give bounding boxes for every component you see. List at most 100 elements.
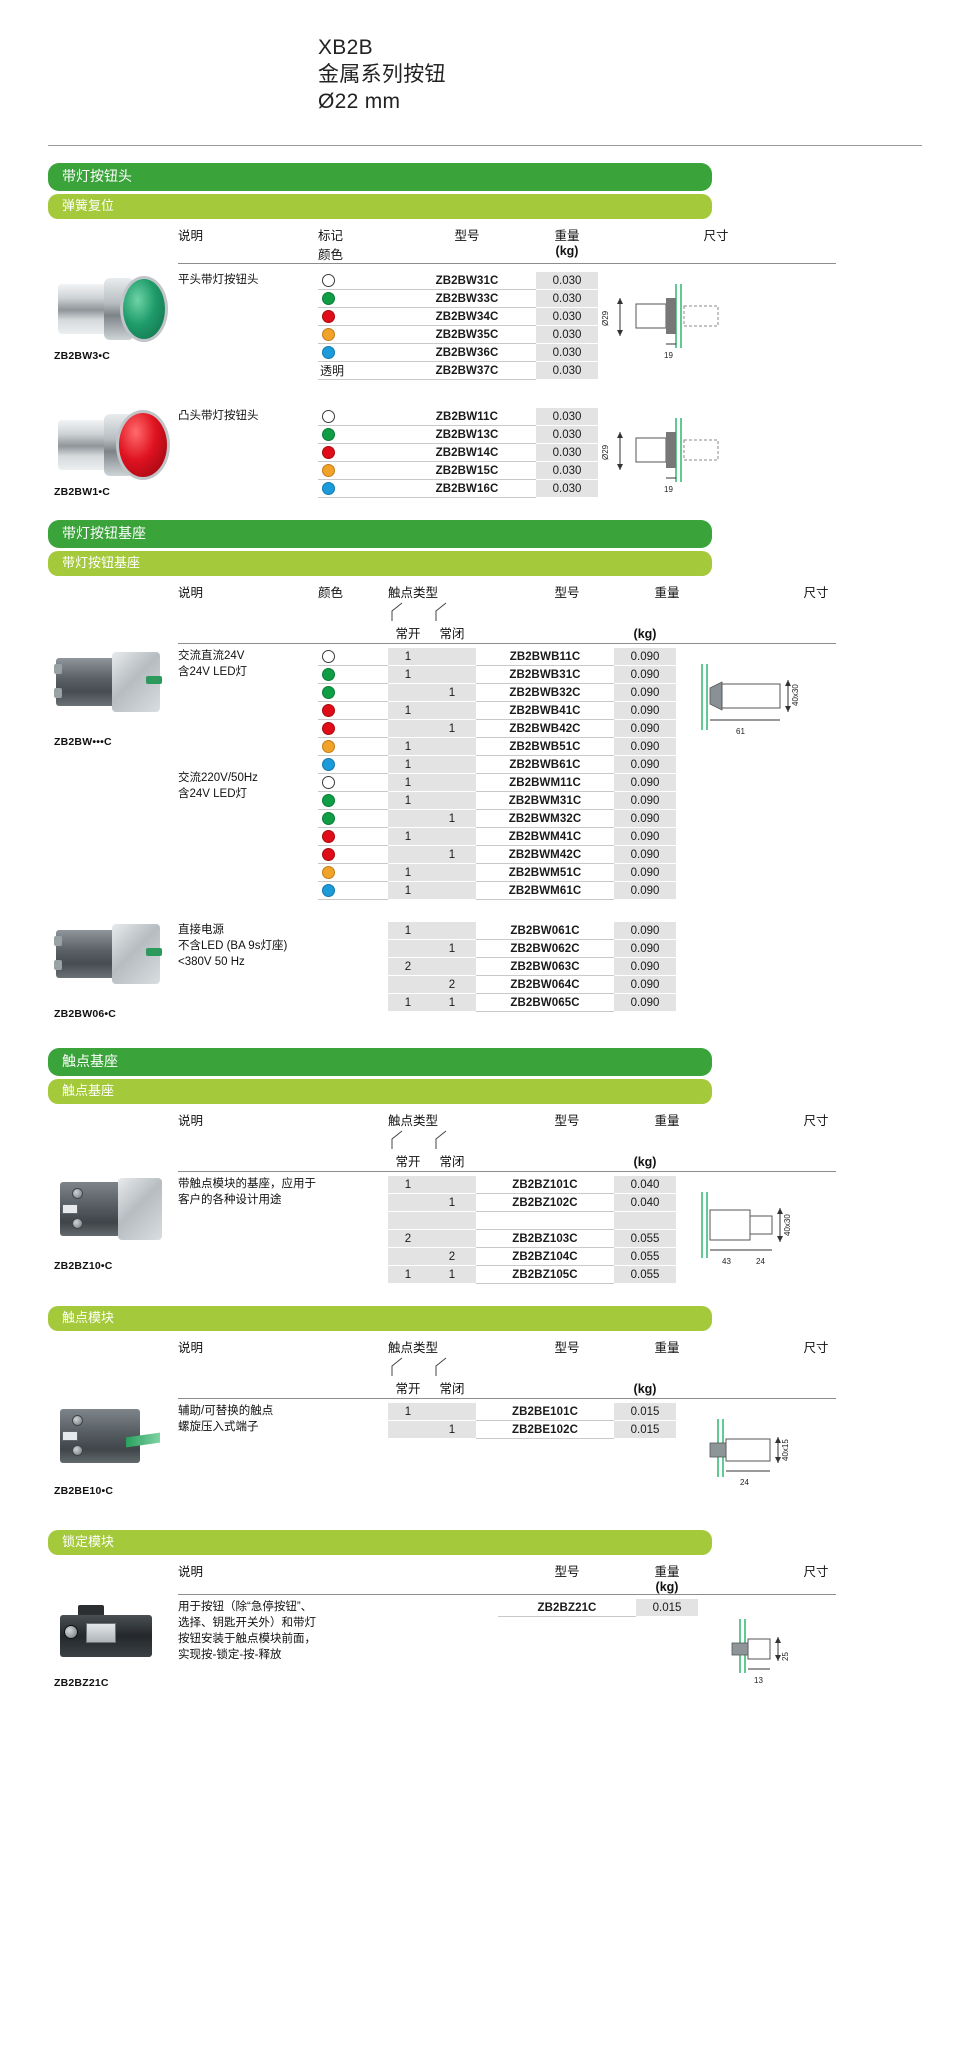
weight-value: 0.055 bbox=[614, 1230, 676, 1248]
color-dot-white bbox=[322, 274, 335, 287]
model-number: ZB2BW064C bbox=[510, 978, 580, 991]
contact-bracket-icon bbox=[391, 1130, 447, 1149]
contact-nc: 1 bbox=[428, 994, 476, 1012]
row-description: 平头带灯按钮头 bbox=[178, 274, 259, 286]
contact-no: 1 bbox=[388, 702, 428, 720]
lighted-base-module-photo bbox=[54, 650, 174, 714]
weight-value: 0.030 bbox=[536, 462, 598, 480]
weight-value: 0.090 bbox=[614, 958, 676, 976]
section-contact-module: 触点模块 说明 触点类型 型号 重量 尺寸 常开 常闭 bbox=[48, 1306, 922, 1508]
model-number: ZB2BZ105C bbox=[512, 1268, 578, 1281]
col-header-dim: 尺寸 bbox=[703, 229, 729, 243]
model-number: ZB2BZ103C bbox=[512, 1232, 578, 1245]
contact-nc bbox=[428, 1403, 476, 1421]
dim-label-length: 61 bbox=[736, 727, 745, 736]
weight-value: 0.090 bbox=[614, 922, 676, 940]
model-number: ZB2BW063C bbox=[510, 960, 580, 973]
dimension-drawing: 25 13 bbox=[731, 1619, 790, 1685]
contact-no bbox=[388, 810, 428, 828]
contact-no: 2 bbox=[388, 958, 428, 976]
table-3: 说明 触点类型 型号 重量 尺寸 常开 常闭 (kg) bbox=[48, 1110, 952, 1284]
col-header-dim: 尺寸 bbox=[803, 1341, 829, 1355]
table-row bbox=[318, 480, 398, 498]
section-title-1: 带灯按钮头 bbox=[48, 163, 712, 191]
table-row: ZB2BW11C bbox=[398, 408, 536, 426]
section-subtitle-1: 弹簧复位 bbox=[48, 194, 712, 219]
model-number: ZB2BW14C bbox=[435, 446, 499, 459]
model-number: ZB2BWM32C bbox=[508, 812, 582, 825]
model-number: ZB2BW31C bbox=[435, 274, 499, 287]
dimension-drawing: 40x30 43 24 bbox=[701, 1192, 792, 1266]
catalog-page: XB2B 金属系列按钮 Ø22 mm 带灯按钮头 弹簧复位 说明 标记 颜色 型… bbox=[48, 36, 952, 1689]
weight-value: 0.030 bbox=[536, 444, 598, 462]
table-row bbox=[318, 308, 398, 326]
product-photo-cell: ZB2BW3•C bbox=[48, 264, 178, 380]
contact-no bbox=[388, 940, 428, 958]
table-row bbox=[318, 462, 398, 480]
weight-value: 0.090 bbox=[614, 976, 676, 994]
model-number: ZB2BW37C bbox=[435, 364, 499, 377]
weight-value: 0.090 bbox=[614, 720, 676, 738]
table-1: 说明 标记 颜色 型号 重量 (kg) 尺寸 bbox=[48, 225, 952, 503]
weight-value: 0.015 bbox=[614, 1421, 676, 1439]
model-number: ZB2BW15C bbox=[435, 464, 499, 477]
contact-no bbox=[388, 976, 428, 994]
col-header-nc: 常闭 bbox=[439, 1155, 465, 1169]
row-description: 凸头带灯按钮头 bbox=[178, 410, 259, 422]
weight-value: 0.090 bbox=[614, 684, 676, 702]
weight-value: 0.055 bbox=[614, 1248, 676, 1266]
model-number: ZB2BZ21C bbox=[537, 1601, 597, 1614]
section-title-2: 带灯按钮基座 bbox=[48, 520, 712, 548]
dim-label-size: 40x15 bbox=[781, 1439, 790, 1461]
color-dot-green bbox=[322, 812, 335, 825]
contact-no: 1 bbox=[388, 666, 428, 684]
model-number: ZB2BW34C bbox=[435, 310, 499, 323]
model-number: ZB2BWM31C bbox=[508, 794, 582, 807]
table-row bbox=[318, 326, 398, 344]
color-dot-green bbox=[322, 794, 335, 807]
table-row: ZB2BW33C bbox=[398, 290, 536, 308]
weight-value: 0.090 bbox=[614, 810, 676, 828]
dim-label-length-2: 24 bbox=[756, 1257, 765, 1266]
contact-nc bbox=[428, 756, 476, 774]
color-dot-orange bbox=[322, 740, 335, 753]
table-row bbox=[318, 426, 398, 444]
table-row: 透明 bbox=[318, 362, 398, 380]
model-number: ZB2BWB41C bbox=[509, 704, 581, 717]
color-dot-red bbox=[322, 848, 335, 861]
flush-green-button-head-photo bbox=[58, 272, 170, 346]
col-header-mark2: 颜色 bbox=[318, 248, 344, 262]
weight-value: 0.090 bbox=[614, 994, 676, 1012]
contact-nc bbox=[428, 774, 476, 792]
row-description: 螺旋压入式端子 bbox=[178, 1421, 259, 1433]
model-number: ZB2BW16C bbox=[435, 482, 499, 495]
contact-no: 1 bbox=[388, 738, 428, 756]
table-row: ZB2BW16C bbox=[398, 480, 536, 498]
weight-value: 0.090 bbox=[614, 756, 676, 774]
col-header-desc: 说明 bbox=[178, 1565, 204, 1579]
contact-bracket-icon bbox=[391, 1357, 447, 1376]
color-dot-green bbox=[322, 686, 335, 699]
direct-supply-base-module-photo bbox=[54, 922, 174, 986]
col-header-weight-unit: (kg) bbox=[655, 1580, 679, 1594]
weight-value: 0.090 bbox=[614, 738, 676, 756]
model-number: ZB2BW13C bbox=[435, 428, 499, 441]
model-number: ZB2BWB31C bbox=[509, 668, 581, 681]
model-number: ZB2BW11C bbox=[435, 410, 499, 423]
dim-label-length: 13 bbox=[754, 1676, 763, 1685]
contact-nc: 2 bbox=[428, 976, 476, 994]
row-description: 辅助/可替换的触点 bbox=[178, 1405, 274, 1417]
weight-value: 0.040 bbox=[614, 1194, 676, 1212]
col-header-no: 常开 bbox=[395, 627, 421, 641]
color-dot-white bbox=[322, 776, 335, 789]
page-title: XB2B bbox=[318, 36, 373, 59]
contact-base-module-photo bbox=[56, 1178, 176, 1240]
color-dot-white bbox=[322, 650, 335, 663]
contact-nc: 1 bbox=[428, 810, 476, 828]
color-dot-blue bbox=[322, 346, 335, 359]
contact-no: 1 bbox=[388, 1176, 428, 1194]
contact-no-blank bbox=[388, 1212, 428, 1230]
dim-label-size: 40x30 bbox=[783, 1214, 792, 1236]
contact-nc bbox=[428, 958, 476, 976]
page-diameter: Ø22 mm bbox=[318, 90, 401, 113]
